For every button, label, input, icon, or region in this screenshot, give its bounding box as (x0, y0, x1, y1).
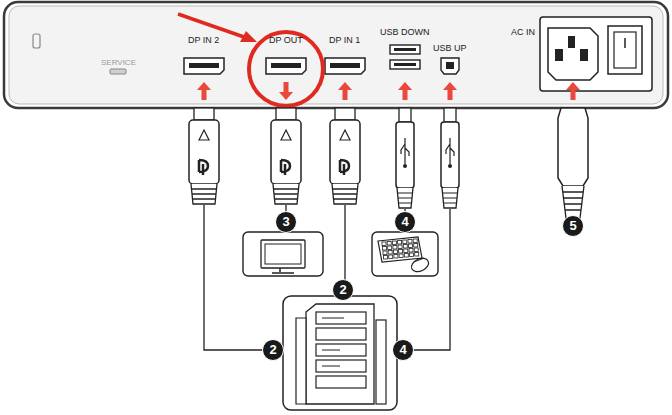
port-box: USB DOWN (380, 27, 430, 37)
callout-number: 4 (392, 339, 414, 361)
port-label: DP IN 1 (329, 35, 360, 45)
port-label: DP IN 2 (188, 35, 219, 45)
callout-number: 4 (394, 211, 416, 233)
callout-number: 2 (262, 339, 284, 361)
callout-number: 3 (275, 211, 297, 233)
port-label: SERVICE (101, 58, 136, 67)
port-label: AC IN (511, 27, 535, 37)
port-box: DP IN 2 (188, 35, 219, 45)
port-label: USB DOWN (380, 27, 430, 37)
callout-number: 2 (332, 279, 354, 301)
port-box: DP OUT (269, 35, 303, 45)
port-label: DP OUT (269, 35, 303, 45)
callout-number: 5 (562, 215, 584, 237)
port-box: USB UP (433, 43, 467, 53)
port-box: DP IN 1 (329, 35, 360, 45)
port-label: USB UP (433, 43, 467, 53)
port-box: AC IN (511, 27, 535, 37)
